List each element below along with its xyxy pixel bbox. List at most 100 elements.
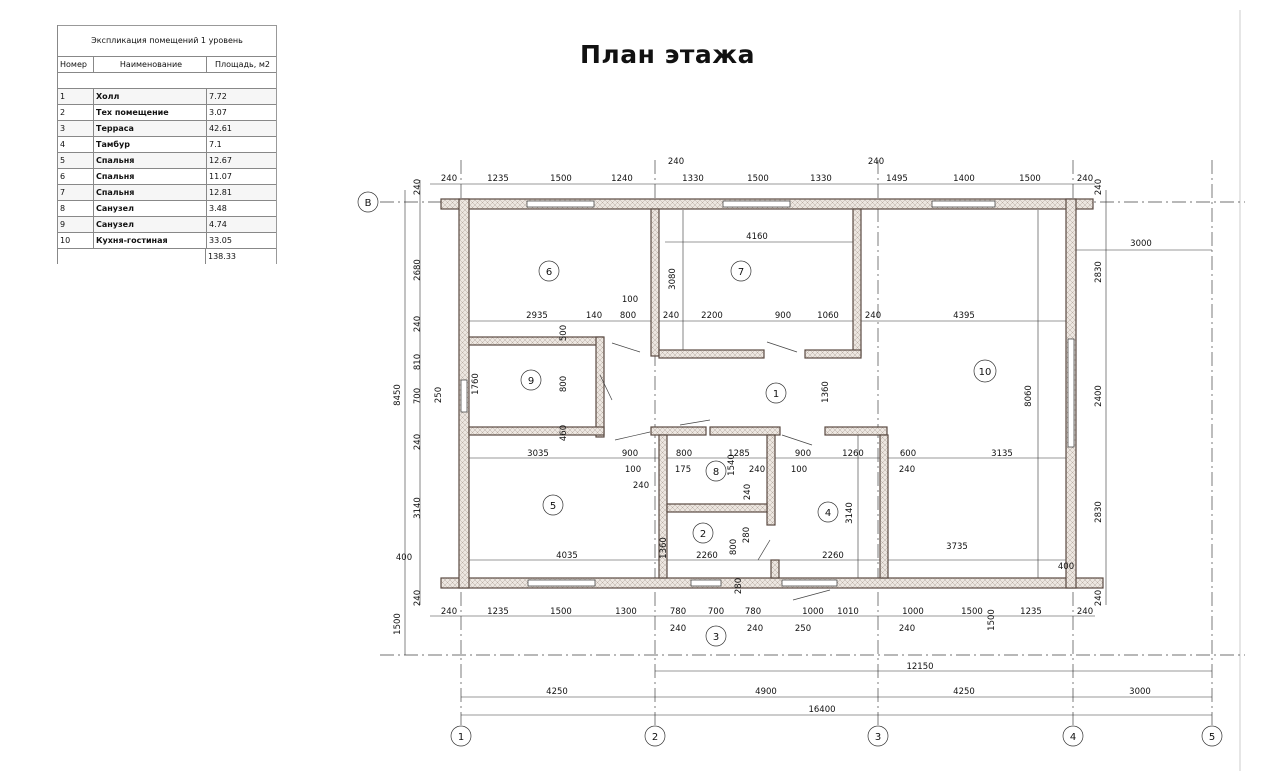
dimension-label: 100: [625, 465, 641, 475]
dimension-label: 500: [559, 325, 569, 341]
dimension-label: 1540: [727, 454, 737, 476]
axis-marker-4: 4: [1062, 725, 1084, 747]
svg-text:2: 2: [652, 732, 658, 743]
dimension-label: 100: [622, 295, 638, 305]
cell-area: 7.1: [209, 140, 222, 149]
dimension-label: 1000: [902, 607, 924, 617]
room-marker-2: 2: [692, 522, 714, 544]
cell-area: 12.81: [209, 188, 232, 197]
dimension-label: 2260: [822, 551, 844, 561]
dimension-label: 2400: [1094, 385, 1104, 407]
room-marker-6: 6: [538, 260, 560, 282]
header-area: Площадь, м2: [215, 60, 270, 69]
svg-text:В: В: [365, 198, 372, 209]
dimension-label: 240: [1077, 607, 1093, 617]
dimension-label: 800: [676, 449, 692, 459]
dimension-label: 4035: [556, 551, 578, 561]
room-markers: 6 7 9 1 5 8 2 4 10 3: [520, 260, 997, 647]
svg-text:3: 3: [713, 632, 719, 643]
cell-name: Тамбур: [94, 137, 207, 152]
dimension-label: 1495: [886, 174, 908, 184]
dimension-label: 1500: [550, 174, 572, 184]
dimension-label: 1500: [961, 607, 983, 617]
cell-name: Санузел: [94, 217, 207, 232]
cell-n: 5: [58, 153, 94, 168]
dimension-label: 175: [675, 465, 691, 475]
dimension-label: 900: [795, 449, 811, 459]
cell-name: Терраса: [94, 121, 207, 136]
cell-n: 2: [58, 105, 94, 120]
cell-n: 10: [58, 233, 94, 248]
dimension-label: 1300: [615, 607, 637, 617]
dimension-label: 240: [413, 590, 423, 606]
dimension-label: 1500: [1019, 174, 1041, 184]
doors: [599, 341, 831, 601]
dimension-label: 3140: [845, 502, 855, 524]
total-area: 138.33: [208, 252, 236, 261]
svg-text:6: 6: [546, 267, 552, 278]
cell-area: 11.07: [209, 172, 232, 181]
room-marker-5: 5: [542, 494, 564, 516]
dimension-label: 4160: [746, 232, 768, 242]
dimension-label: 900: [622, 449, 638, 459]
cell-area: 4.74: [209, 220, 227, 229]
dimension-label: 240: [1094, 179, 1104, 195]
dimension-label: 3135: [991, 449, 1013, 459]
dimension-label: 240: [663, 311, 679, 321]
svg-text:1: 1: [458, 732, 464, 743]
room-marker-7: 7: [730, 260, 752, 282]
table-total-row: 138.33: [58, 249, 276, 264]
dimension-label: 1260: [842, 449, 864, 459]
dimension-label: 240: [1094, 590, 1104, 606]
dimension-label: 1235: [1020, 607, 1042, 617]
cell-n: 8: [58, 201, 94, 216]
dimension-label: 1500: [747, 174, 769, 184]
room-schedule-table: Экспликация помещений 1 уровень Номер На…: [57, 25, 277, 264]
cell-area: 33.05: [209, 236, 232, 245]
dimension-label: 1330: [682, 174, 704, 184]
dimension-label: 2260: [696, 551, 718, 561]
dimension-label: 280: [734, 578, 744, 594]
svg-text:4: 4: [825, 508, 831, 519]
cell-name: Спальня: [94, 153, 207, 168]
dimension-label: 1000: [802, 607, 824, 617]
dimension-label: 240: [1077, 174, 1093, 184]
dimension-label: 240: [413, 179, 423, 195]
dimension-label: 16400: [808, 705, 835, 715]
dimension-label: 240: [441, 607, 457, 617]
cell-area: 12.67: [209, 156, 232, 165]
dimension-label: 240: [441, 174, 457, 184]
dimension-label: 400: [1058, 562, 1074, 572]
axis-markers: В 1 2 3 4 5: [357, 191, 1223, 747]
dimension-label: 3000: [1130, 239, 1152, 249]
dimension-label: 240: [868, 157, 884, 167]
dimension-label: 240: [865, 311, 881, 321]
dimension-label: 8060: [1024, 385, 1034, 407]
cell-n: 4: [58, 137, 94, 152]
dimension-label: 900: [775, 311, 791, 321]
svg-text:4: 4: [1070, 732, 1076, 743]
cell-name: Холл: [94, 89, 207, 104]
dimension-label: 4395: [953, 311, 975, 321]
dimension-label: 1010: [837, 607, 859, 617]
dimension-label: 8450: [393, 384, 403, 406]
cell-n: 1: [58, 89, 94, 104]
axis-marker-2: 2: [644, 725, 666, 747]
dimension-label: 800: [559, 376, 569, 392]
dimension-label: 600: [900, 449, 916, 459]
dimension-label: 240: [668, 157, 684, 167]
header-number: Номер: [58, 57, 94, 72]
svg-text:10: 10: [979, 367, 992, 378]
table-header: Номер Наименование Площадь, м2: [58, 57, 276, 73]
dimension-label: 3000: [1129, 687, 1151, 697]
dimension-label: 140: [586, 311, 602, 321]
svg-text:5: 5: [550, 501, 556, 512]
dimension-label: 240: [413, 434, 423, 450]
